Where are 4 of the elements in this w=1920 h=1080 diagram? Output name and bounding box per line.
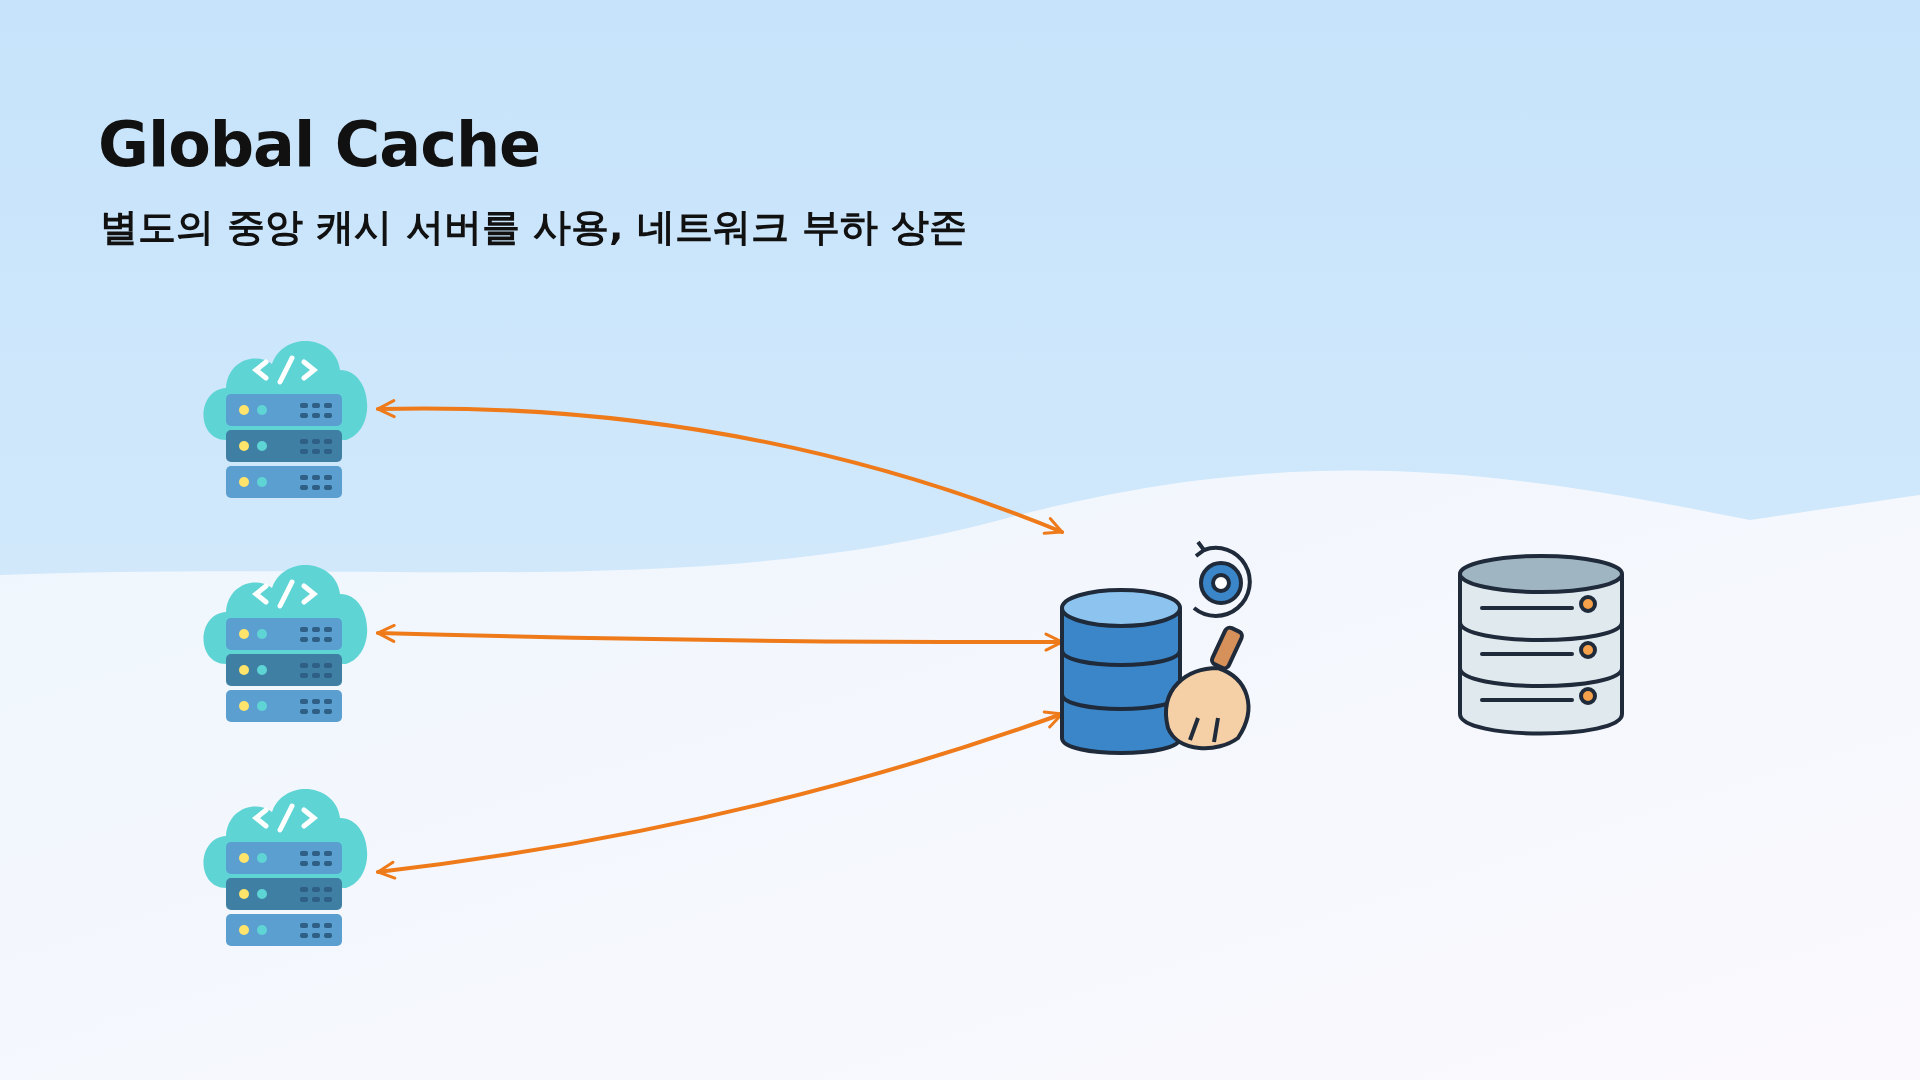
database-server-icon <box>1456 552 1626 736</box>
subtitle: 별도의 중앙 캐시 서버를 사용, 네트워크 부하 상존 <box>100 204 968 251</box>
title: Global Cache <box>98 108 541 181</box>
arrow <box>376 399 1064 536</box>
